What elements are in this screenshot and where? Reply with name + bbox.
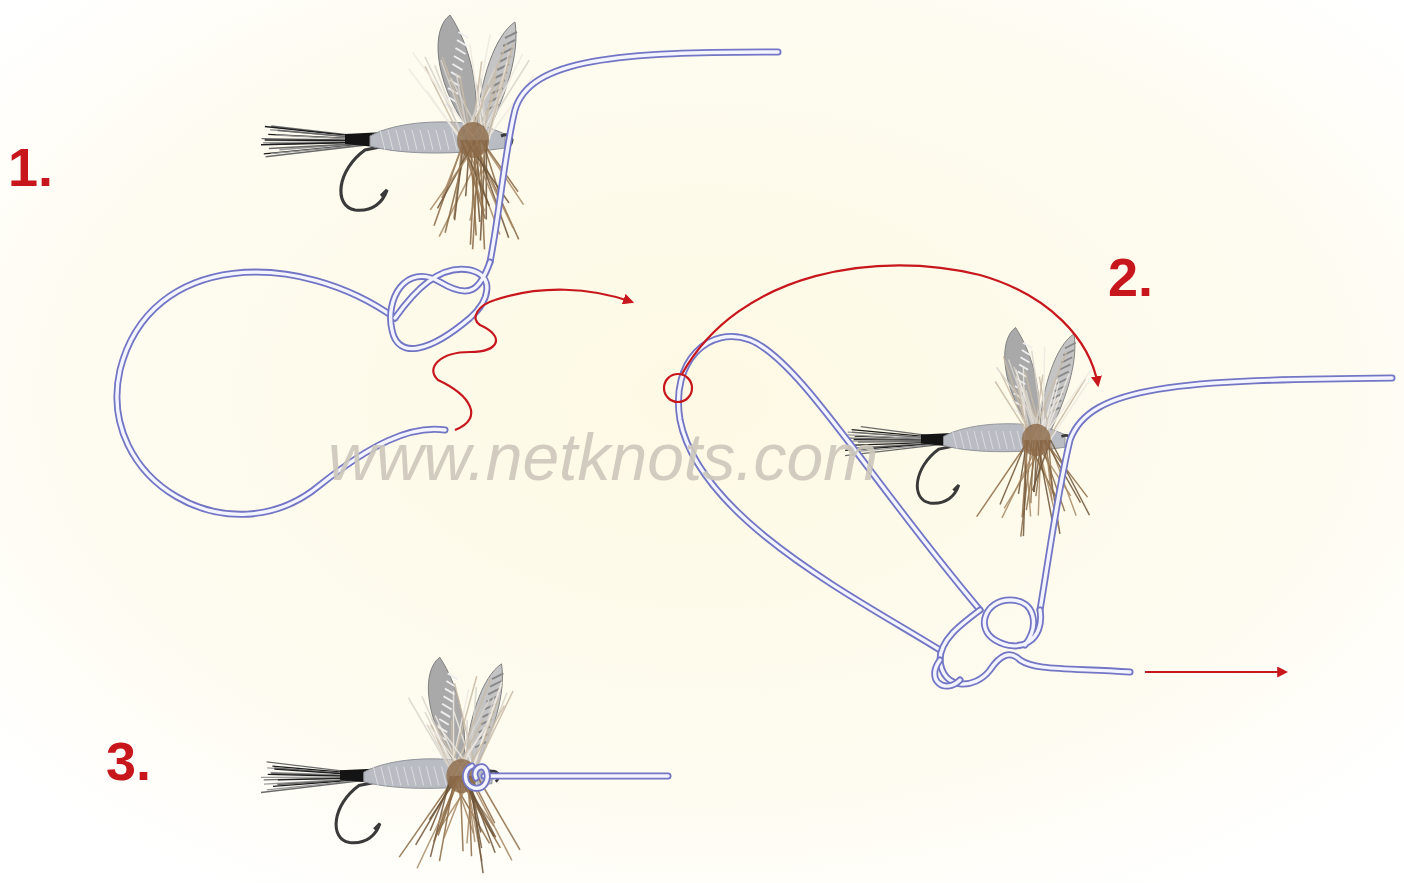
hackle-core bbox=[457, 122, 489, 158]
wing-bar bbox=[454, 56, 464, 62]
wing-bar bbox=[505, 32, 517, 38]
body-dubbing bbox=[1017, 431, 1022, 449]
step-number: 2. bbox=[1108, 250, 1153, 304]
body-dubbing bbox=[974, 431, 979, 449]
knot-twist bbox=[935, 660, 960, 686]
body-dubbing bbox=[442, 767, 447, 786]
wing-bar bbox=[1058, 372, 1069, 377]
tippet-line bbox=[484, 773, 668, 780]
pull-arrow bbox=[1145, 671, 1286, 673]
tail-fiber bbox=[266, 144, 375, 157]
wing-bar bbox=[444, 696, 454, 702]
hackle-fiber bbox=[474, 693, 507, 776]
finished-knot bbox=[465, 766, 487, 788]
body-dubbing bbox=[404, 767, 409, 786]
body-dubbing bbox=[426, 767, 431, 786]
hackle-fiber bbox=[1050, 383, 1088, 440]
knot-twist bbox=[935, 660, 960, 686]
body-dubbing bbox=[396, 767, 401, 786]
hook bbox=[341, 146, 387, 210]
fly-body bbox=[364, 759, 492, 789]
step-number: 3. bbox=[106, 734, 151, 788]
wing-bar bbox=[448, 673, 458, 679]
body-dubbing bbox=[1003, 431, 1008, 449]
body-dubbing bbox=[412, 130, 417, 150]
overhand-loop bbox=[391, 262, 490, 349]
wing-bar bbox=[441, 711, 451, 717]
direction-arrow bbox=[495, 290, 632, 302]
tippet-line bbox=[490, 52, 778, 262]
body-dubbing bbox=[404, 130, 409, 150]
body-dubbing bbox=[373, 767, 378, 786]
knot-turn bbox=[984, 600, 1040, 646]
wing-bar bbox=[459, 32, 469, 38]
watermark: www.netknots.com bbox=[328, 424, 878, 490]
knot-turn bbox=[984, 600, 1040, 646]
wing-bar bbox=[439, 719, 449, 725]
tag-end bbox=[940, 610, 1130, 684]
tippet-line bbox=[490, 52, 778, 262]
wing-bar bbox=[1022, 350, 1031, 355]
tag-end bbox=[940, 610, 1130, 684]
wing-bar bbox=[442, 704, 452, 710]
step-number: 1. bbox=[8, 140, 53, 194]
overhand-loop bbox=[391, 262, 490, 349]
body-dubbing bbox=[428, 130, 433, 150]
body-dubbing bbox=[436, 130, 441, 150]
hackle-fiber bbox=[472, 691, 513, 776]
body-dubbing bbox=[1010, 431, 1015, 449]
wing-bar bbox=[503, 40, 515, 46]
body-dubbing bbox=[419, 767, 424, 786]
body-dubbing bbox=[420, 130, 425, 150]
body-dubbing bbox=[989, 431, 994, 449]
body-dubbing bbox=[967, 431, 972, 449]
body-dubbing bbox=[953, 431, 958, 449]
tail-fiber bbox=[261, 780, 368, 793]
hackle-fiber bbox=[486, 52, 509, 140]
direction-arrow bbox=[682, 265, 1098, 385]
body-dubbing bbox=[396, 130, 401, 150]
hackle-core bbox=[1022, 424, 1051, 456]
body-dubbing bbox=[996, 431, 1001, 449]
body-dubbing bbox=[444, 130, 449, 150]
fly-loop bbox=[678, 337, 980, 650]
wing-bar bbox=[457, 40, 467, 46]
fly-loop bbox=[678, 337, 980, 650]
wing-bar bbox=[453, 64, 463, 70]
body-dubbing bbox=[388, 767, 393, 786]
body-dubbing bbox=[434, 767, 439, 786]
body-dubbing bbox=[411, 767, 416, 786]
tippet-line bbox=[1040, 378, 1392, 610]
body-dubbing bbox=[381, 767, 386, 786]
tippet-line bbox=[1040, 378, 1392, 610]
wing-bar bbox=[492, 673, 503, 679]
wing-bar bbox=[1020, 357, 1029, 362]
body-dubbing bbox=[388, 130, 393, 150]
hackle-fiber bbox=[480, 140, 485, 249]
hook bbox=[336, 782, 380, 843]
tippet-line bbox=[484, 774, 668, 777]
hook bbox=[917, 445, 959, 503]
wing-bar bbox=[1063, 350, 1074, 355]
body-dubbing bbox=[960, 431, 965, 449]
wrap-path bbox=[433, 300, 496, 430]
fly-step-1 bbox=[261, 15, 534, 249]
finished-knot bbox=[465, 766, 487, 788]
wing-bar bbox=[1065, 343, 1076, 348]
fly-step-3 bbox=[261, 657, 520, 873]
wing-bar bbox=[456, 48, 466, 54]
loop-mark bbox=[664, 374, 692, 402]
body-dubbing bbox=[981, 431, 986, 449]
body-dubbing bbox=[380, 130, 385, 150]
wing-bar bbox=[1023, 343, 1032, 348]
